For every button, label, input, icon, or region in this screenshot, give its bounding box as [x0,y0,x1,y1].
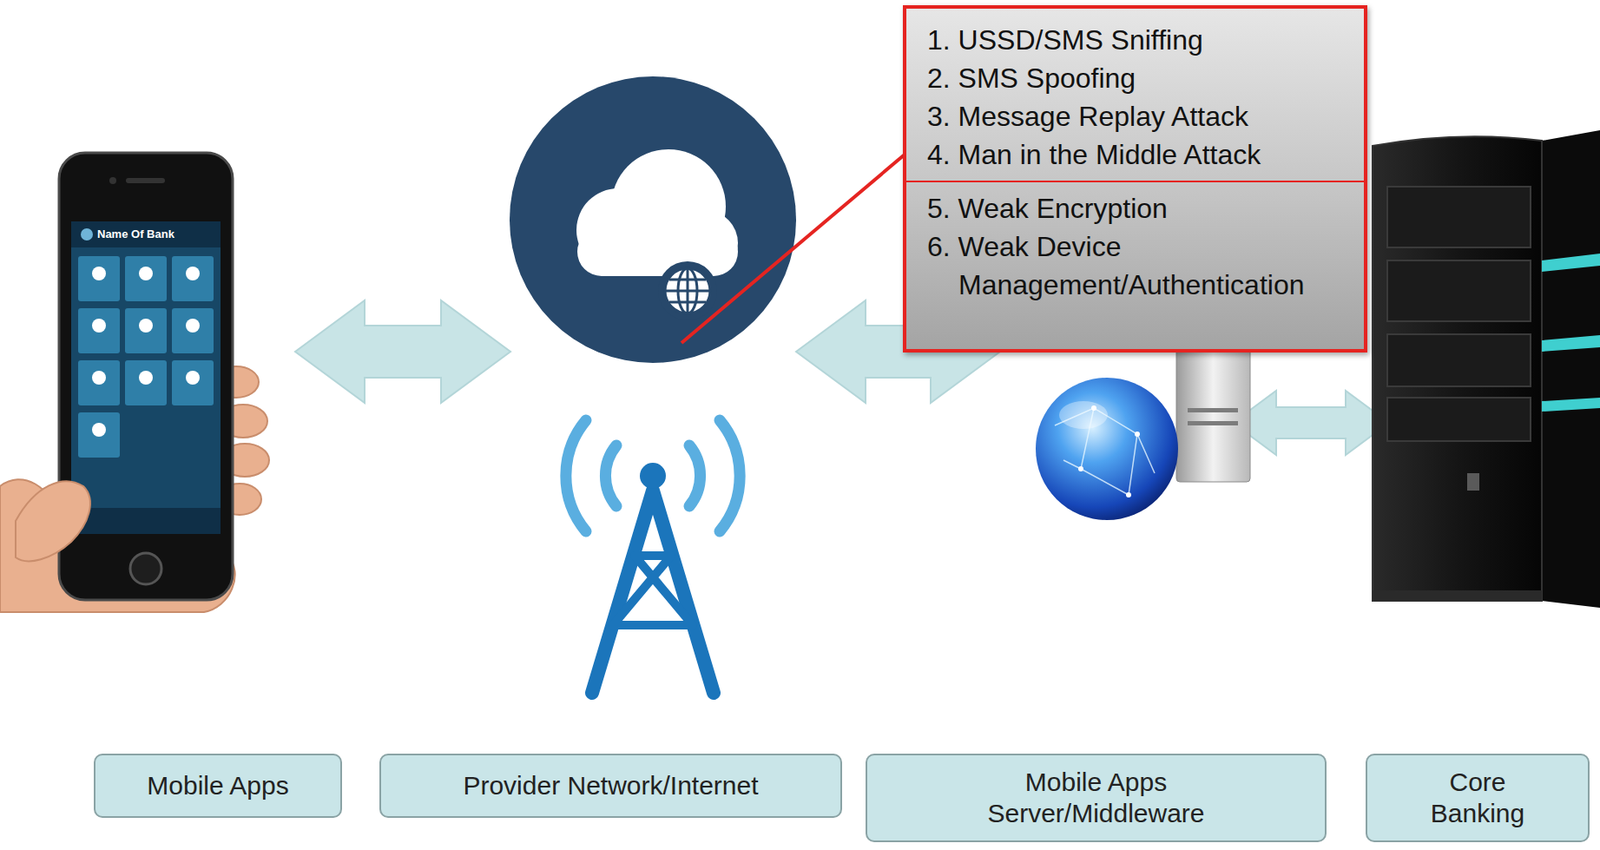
app-tile [125,308,167,354]
app-icon [138,266,153,281]
globe-node [1134,431,1140,437]
threat-item: 6. Weak Device Management/Authentication [927,227,1356,304]
server-case [1176,338,1251,482]
globe-node [1078,466,1084,472]
app-tile [78,256,120,302]
app-tiles [78,256,214,458]
cloud-network-circle [509,76,797,363]
server-front [1372,136,1542,601]
app-tile [171,256,214,302]
globe-parallel [669,278,706,282]
section-divider [906,180,1364,183]
app-tile [171,360,214,406]
power-badge [1467,473,1480,491]
server-side [1541,130,1600,608]
cloud-base [577,227,738,277]
server-slot [1187,408,1238,413]
app-icon [185,370,200,385]
server-base [1372,590,1542,601]
globe-parallel [669,301,706,304]
status-light [1541,397,1600,412]
internet-globe [1035,377,1179,521]
app-header-label: Name Of Bank [97,227,175,241]
signal-wave [605,445,617,507]
threat-item: 5. Weak Encryption [927,189,1356,228]
app-icon [185,318,200,333]
globe-sphere [1035,377,1179,521]
app-header [71,221,221,248]
app-tile [78,412,120,458]
threat-item: 4. Man in the Middle Attack [927,135,1356,174]
app-tile [78,308,120,354]
layer-label-box: Mobile Apps Server/Middleware [865,753,1327,843]
app-header-icon [80,228,93,241]
thumb [15,480,91,561]
app-tile [125,256,167,302]
app-tile [78,360,120,406]
threat-item: 1. USSD/SMS Sniffing [927,20,1356,60]
double-arrow [295,300,511,403]
app-icon [92,370,106,385]
globe-parallel [665,289,711,293]
status-light [1541,335,1600,352]
layer-label: Core Banking [1412,766,1543,830]
app-icons [92,266,200,437]
app-icon [92,422,106,437]
layer-label: Mobile Apps Server/Middleware [961,766,1232,830]
double-arrow [1232,390,1390,455]
phone-camera [109,177,117,185]
status-light [1541,253,1600,272]
layer-label-box: Core Banking [1365,753,1590,843]
antenna-tower [566,420,740,693]
phone-screen [71,221,221,534]
threat-callout-box: 1. USSD/SMS Sniffing2. SMS Spoofing3. Me… [902,5,1368,353]
globe-icon-ring [658,261,718,321]
app-tab-bar [71,507,221,534]
app-tile [171,308,214,354]
globe-icon [658,261,718,321]
phone-speaker [125,177,165,184]
app-icon [138,318,153,333]
signal-wave [689,445,701,507]
layer-label: Mobile Apps [146,770,289,802]
threat-item: 2. SMS Spoofing [927,59,1356,98]
tower-legs [592,490,714,693]
globe-node [1125,492,1132,498]
drive-bay [1387,260,1531,322]
phone-body [59,152,233,600]
app-icon [138,370,153,385]
app-icon [92,318,106,333]
home-button [130,553,162,585]
layer-label-box: Provider Network/Internet [379,753,843,818]
smartphone [59,152,233,600]
drive-bay [1387,186,1531,248]
signal-wave [566,420,587,532]
core-banking-server [1372,130,1600,608]
drive-bay [1387,334,1531,387]
server-slot [1187,421,1238,426]
globe-icon-face [665,268,711,314]
middleware-server [1176,338,1251,482]
globe-highlight [1059,401,1108,429]
drive-bay [1387,397,1531,442]
tower-top [639,462,666,489]
tower-bars [612,555,693,626]
signal-wave [719,420,740,532]
layer-label: Provider Network/Internet [462,770,758,802]
app-icon [185,266,200,281]
app-icon [92,266,106,281]
cloud-icon [576,149,738,277]
app-tile [125,360,167,406]
callout-leader-line [681,154,905,343]
threat-item: 3. Message Replay Attack [927,97,1356,136]
layer-label-box: Mobile Apps [93,753,343,818]
